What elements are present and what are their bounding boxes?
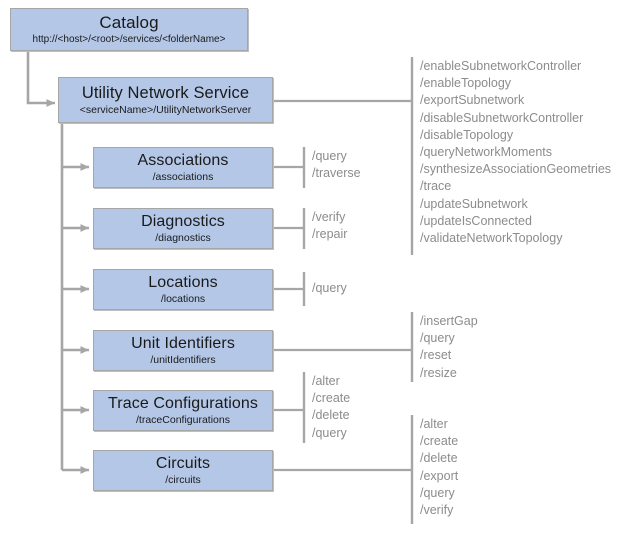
node-catalog[interactable]: Catalog http://<host>/<root>/services/<f… [10, 8, 248, 51]
node-catalog-path: http://<host>/<root>/services/<folderNam… [32, 34, 226, 45]
operations-list-associations: /query/traverse [312, 148, 361, 182]
operation-item: /export [420, 468, 459, 483]
operation-item: /verify [312, 210, 346, 224]
operation-item: /query [312, 281, 347, 295]
operation-item: /disableSubnetworkController [420, 110, 584, 125]
node-unit-identifiers-path: /unitIdentifiers [150, 354, 216, 366]
operation-item: /query [312, 425, 347, 440]
node-utility-network-service[interactable]: Utility Network Service <serviceName>/Ut… [58, 77, 273, 123]
connector-catalog-to-service [26, 51, 56, 107]
node-circuits-path: /circuits [165, 474, 201, 486]
node-unit-identifiers-title: Unit Identifiers [131, 335, 235, 352]
operation-item: /reset [420, 348, 452, 363]
operation-item: /delete [420, 451, 458, 466]
operation-item: /query [420, 331, 455, 346]
operation-item: /insertGap [420, 314, 478, 328]
node-trace-configurations-path: /traceConfigurations [136, 414, 230, 426]
operation-item: /updateIsConnected [420, 213, 532, 228]
operation-item: /trace [420, 179, 452, 194]
node-utility-network-service-path: <serviceName>/UtilityNetworkServer [79, 103, 252, 116]
operations-list-circuits: /alter/create/delete/export/query/verify [420, 416, 458, 519]
node-associations-path: /associations [152, 171, 214, 183]
operation-item: /resize [420, 365, 457, 380]
operation-item: /delete [312, 408, 350, 423]
operation-item: /exportSubnetwork [420, 93, 525, 108]
node-circuits-title: Circuits [155, 455, 211, 472]
operation-item: /validateNetworkTopology [420, 231, 563, 246]
operation-item: /queryNetworkMoments [420, 145, 552, 160]
node-diagnostics-path: /diagnostics [155, 232, 211, 244]
node-trace-configurations-title: Trace Configurations [108, 395, 258, 412]
node-diagnostics[interactable]: Diagnostics /diagnostics [93, 208, 273, 249]
operation-item: /create [420, 434, 459, 449]
operation-item: /disableTopology [420, 127, 514, 142]
operation-item: /repair [312, 227, 348, 242]
node-circuits[interactable]: Circuits /circuits [93, 450, 273, 491]
operations-list-diagnostics: /verify/repair [312, 209, 347, 243]
operation-item: /synthesizeAssociationGeometries [420, 162, 612, 177]
node-trace-configurations[interactable]: Trace Configurations /traceConfiguration… [93, 390, 273, 431]
node-unit-identifiers[interactable]: Unit Identifiers /unitIdentifiers [93, 330, 273, 371]
operations-list-trace-configurations: /alter/create/delete/query [312, 373, 350, 442]
node-locations[interactable]: Locations /locations [93, 269, 273, 310]
operation-item: /verify [420, 503, 454, 518]
operation-item: /query [420, 485, 455, 500]
operation-item: /enableSubnetworkController [420, 59, 582, 73]
node-locations-path: /locations [160, 293, 206, 305]
node-locations-title: Locations [148, 274, 218, 291]
operation-item: /enableTopology [420, 76, 512, 91]
operations-list-unit-identifiers: /insertGap/query/reset/resize [420, 313, 478, 382]
operation-item: /alter [420, 417, 448, 431]
operation-item: /traverse [312, 166, 361, 181]
operation-item: /updateSubnetwork [420, 196, 528, 211]
node-diagnostics-title: Diagnostics [141, 213, 225, 230]
operation-item: /query [312, 149, 347, 163]
operation-item: /create [312, 391, 351, 406]
operations-list-service: /enableSubnetworkController/enableTopolo… [420, 58, 611, 247]
node-catalog-title: Catalog [99, 13, 159, 32]
operation-item: /alter [312, 374, 340, 388]
node-associations[interactable]: Associations /associations [93, 147, 273, 188]
node-associations-title: Associations [137, 152, 229, 169]
node-utility-network-service-title: Utility Network Service [81, 83, 250, 102]
operations-list-locations: /query [312, 280, 347, 297]
